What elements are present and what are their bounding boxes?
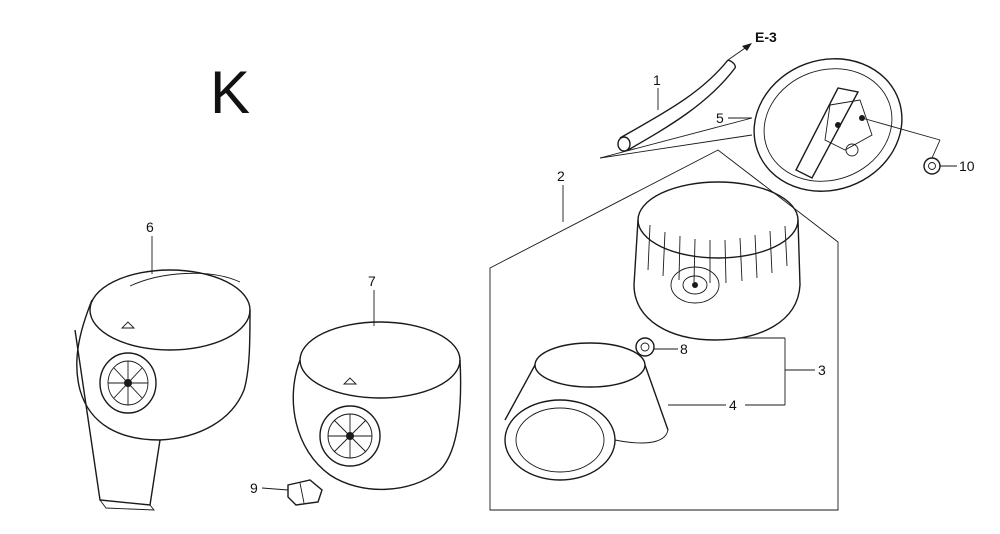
reference-arrow-icon (742, 43, 752, 51)
callout-labels: 6 7 9 2 1 5 10 8 3 4 E-3 (146, 29, 975, 496)
callout-5: 5 (716, 110, 724, 126)
section-letter: K (210, 59, 250, 126)
callout-2: 2 (557, 168, 565, 184)
part-1-tube (617, 59, 736, 152)
part-10-nut (923, 157, 941, 175)
callout-7: 7 (368, 273, 376, 289)
part-8-nut (635, 337, 655, 357)
part-4-foam-filter (504, 342, 669, 481)
part-9-clip (287, 479, 323, 506)
reference-e3: E-3 (755, 29, 777, 45)
callout-8: 8 (680, 341, 688, 357)
part-5-case (753, 58, 903, 192)
callout-1: 1 (653, 72, 661, 88)
part-3-element (633, 181, 801, 341)
part-7-cover (292, 321, 462, 491)
callout-6: 6 (146, 219, 154, 235)
callout-4: 4 (729, 397, 737, 413)
callout-3: 3 (818, 362, 826, 378)
part-2-group-outline (489, 149, 839, 511)
leader-lines (151, 45, 957, 491)
part-6-cover-with-snorkel (74, 269, 251, 511)
callout-9: 9 (250, 480, 258, 496)
callout-10: 10 (959, 158, 975, 174)
